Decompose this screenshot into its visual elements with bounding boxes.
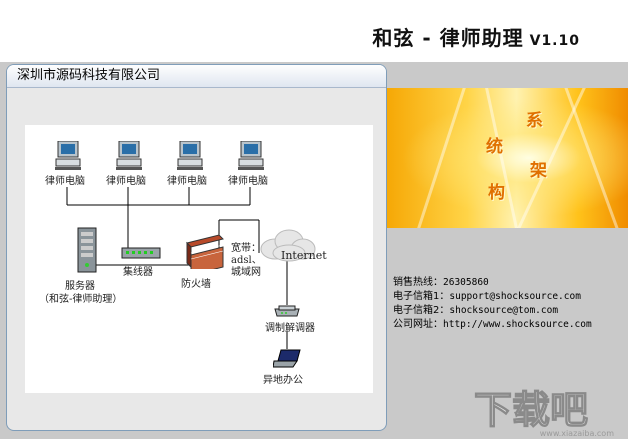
modem-label: 调制解调器 [265, 323, 315, 334]
broadband-line-2: adsl、 [231, 255, 262, 266]
sales-hotline-value: 26305860 [443, 277, 489, 288]
broadband-note: 宽带： adsl、 城域网 [231, 243, 262, 279]
computer-icon [177, 141, 203, 170]
laptop-icon [273, 349, 301, 368]
watermark-url: www.xiazaiba.com [539, 429, 614, 438]
website-label: 公司网址： [393, 319, 443, 330]
firewall-icon [186, 234, 224, 269]
email1-label: 电子信箱1： [393, 291, 450, 302]
banner-char-1: 系 [526, 111, 543, 131]
app-version: V1.10 [529, 33, 580, 49]
system-architecture-banner: 系 统 架 构 [380, 88, 628, 228]
computer-icon [238, 141, 264, 170]
contact-row-phone: 销售热线：26305860 [393, 276, 592, 290]
pc-label-3: 律师电脑 [167, 176, 207, 187]
server-icon [77, 227, 97, 273]
app-title: 和弦 - 律师助理 V1.10 [372, 22, 580, 51]
internet-label: Internet [281, 249, 327, 262]
contact-row-website: 公司网址：http://www.shocksource.com [393, 318, 592, 332]
watermark-logo: 下载吧 [473, 387, 588, 432]
remote-office-label: 异地办公 [263, 375, 303, 386]
watermark-text: 下载吧 [474, 388, 588, 432]
banner-char-3: 架 [530, 161, 547, 181]
pc-label-2: 律师电脑 [106, 176, 146, 187]
server-sublabel: （和弦-律师助理） [39, 294, 123, 305]
app-title-text: 和弦 - 律师助理 [372, 26, 524, 50]
modem-icon [274, 305, 300, 317]
company-panel: 深圳市源码科技有限公司 律师电脑 [6, 64, 387, 431]
firewall-label: 防火墙 [181, 279, 211, 290]
computer-icon [116, 141, 142, 170]
network-lines [66, 187, 288, 349]
broadband-line-3: 城域网 [231, 267, 261, 278]
pc-label-4: 律师电脑 [228, 176, 268, 187]
broadband-line-1: 宽带： [231, 243, 261, 254]
server-label: 服务器 [65, 281, 95, 292]
computer-icon [55, 141, 81, 170]
banner-char-2: 统 [486, 137, 503, 157]
title-bar: 和弦 - 律师助理 V1.10 [0, 0, 628, 62]
contact-row-email1: 电子信箱1：support@shocksource.com [393, 290, 592, 304]
cloud-icon [260, 229, 316, 262]
hub-label: 集线器 [123, 267, 153, 278]
contact-row-email2: 电子信箱2：shocksource@tom.com [393, 304, 592, 318]
email1-link[interactable]: support@shocksource.com [449, 291, 581, 302]
contact-info: 销售热线：26305860 电子信箱1：support@shocksource.… [393, 276, 592, 332]
sales-hotline-label: 销售热线： [393, 277, 443, 288]
hub-icon [121, 247, 161, 259]
pc-label-1: 律师电脑 [45, 176, 85, 187]
network-diagram: 律师电脑 律师电脑 律师电脑 律师电脑 服务器 （和弦-律师助理） [25, 125, 373, 393]
banner-char-4: 构 [488, 183, 505, 203]
email2-label: 电子信箱2： [393, 305, 450, 316]
email2-link[interactable]: shocksource@tom.com [449, 305, 559, 316]
website-link[interactable]: http://www.shocksource.com [443, 319, 592, 330]
panel-title: 深圳市源码科技有限公司 [7, 65, 386, 88]
